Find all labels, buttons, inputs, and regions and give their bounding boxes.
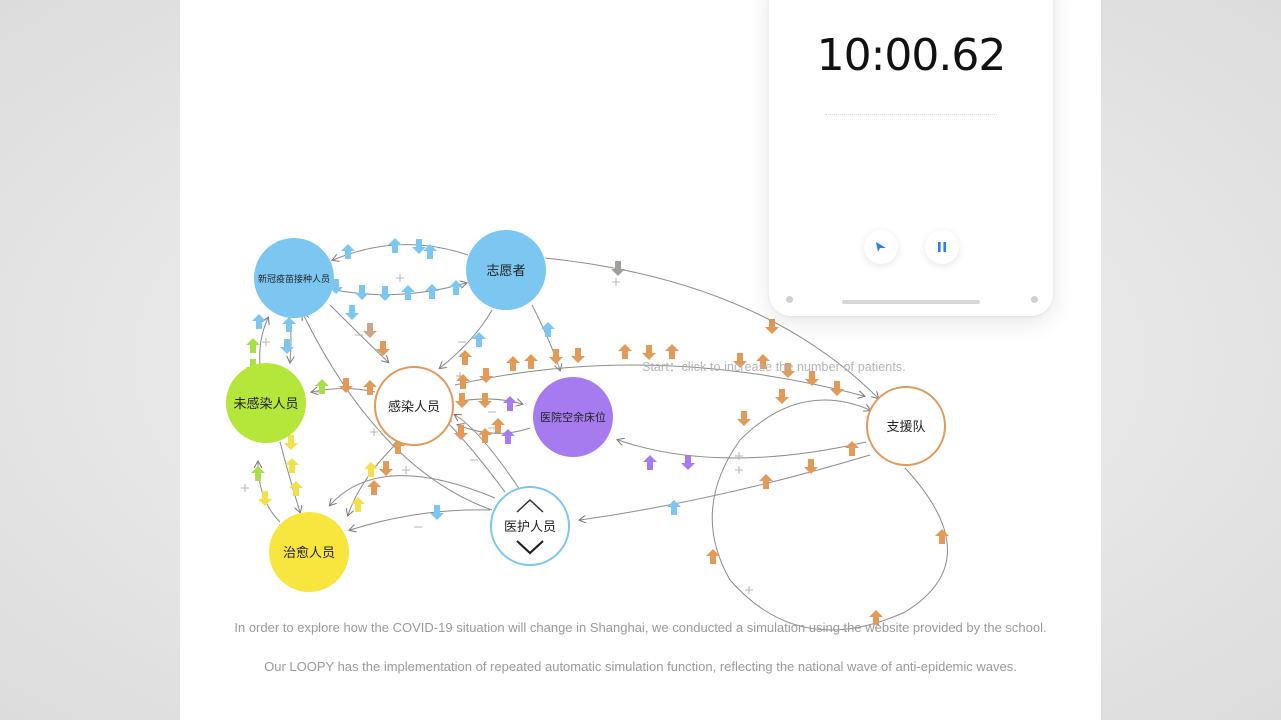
edge-infected-support	[454, 364, 864, 396]
start-hint: Start：click to increase the number of pa…	[642, 360, 906, 374]
node-support-team-label: 支援队	[886, 420, 925, 435]
edge-vaccinated-infected	[329, 304, 388, 362]
edge-medical-infected	[445, 420, 506, 493]
pause-icon	[938, 242, 946, 252]
stopwatch-time: 10:00.62	[816, 30, 1007, 81]
edge-support-self-loop	[711, 399, 948, 631]
pause-button[interactable]	[925, 230, 959, 264]
node-recovered[interactable]: 治愈人员	[269, 512, 349, 592]
edge-medical-recovered-2	[330, 475, 496, 505]
node-volunteer-label: 志愿者	[486, 264, 525, 279]
caption-line-2: Our LOOPY has the implementation of repe…	[264, 659, 1017, 674]
edge-uninfected-vaccinated	[259, 318, 268, 366]
caption-line-1: In order to explore how the COVID-19 sit…	[234, 620, 1047, 635]
edge-volunteer-vaccinated-top	[333, 244, 469, 260]
edge-support-medical	[580, 454, 871, 520]
corner-dot-right	[1031, 296, 1038, 303]
node-volunteer[interactable]: 志愿者	[466, 230, 546, 310]
stopwatch-panel: 10:00.62	[769, 0, 1053, 316]
edge-volunteer-infected	[440, 309, 493, 368]
edge-volunteer-support	[544, 257, 878, 398]
edge-medical-infected-2	[455, 415, 521, 491]
node-recovered-label: 治愈人员	[283, 546, 335, 561]
node-support-team[interactable]: 支援队	[866, 386, 946, 466]
edge-uninfected-recovered	[279, 441, 300, 512]
edge-medical-recovered	[350, 509, 491, 530]
node-hospital-beds-label: 医院空余床位	[540, 410, 606, 424]
edge-medical-vaccinated	[303, 314, 493, 511]
edge-volunteer-beds	[531, 304, 560, 370]
node-vaccinated[interactable]: 新冠疫苗接种人员	[254, 238, 334, 318]
chevron-up-icon[interactable]	[516, 498, 544, 513]
corner-dot-left	[786, 296, 793, 303]
start-button[interactable]	[864, 230, 898, 264]
edge-support-beds	[618, 440, 867, 459]
edge-beds-infected	[458, 425, 531, 434]
node-vaccinated-label: 新冠疫苗接种人员	[258, 273, 330, 285]
chevron-down-icon[interactable]	[516, 540, 544, 555]
node-uninfected[interactable]: 未感染人员	[226, 363, 306, 443]
node-medical-staff-label: 医护人员	[504, 520, 556, 535]
node-hospital-beds[interactable]: 医院空余床位	[533, 377, 613, 457]
play-triangle-icon	[876, 242, 886, 252]
node-uninfected-label: 未感染人员	[233, 396, 298, 412]
node-infected[interactable]: 感染人员	[374, 366, 454, 446]
signal-arrows-yellow	[258, 435, 378, 512]
node-medical-staff[interactable]: 医护人员	[490, 486, 570, 566]
polarity-marks	[241, 274, 753, 594]
edge-vaccinated-volunteer-bottom	[334, 283, 466, 296]
edge-infected-recovered	[348, 444, 396, 515]
node-infected-label: 感染人员	[388, 399, 440, 415]
home-indicator[interactable]	[842, 300, 980, 304]
stopwatch-divider	[825, 114, 997, 115]
